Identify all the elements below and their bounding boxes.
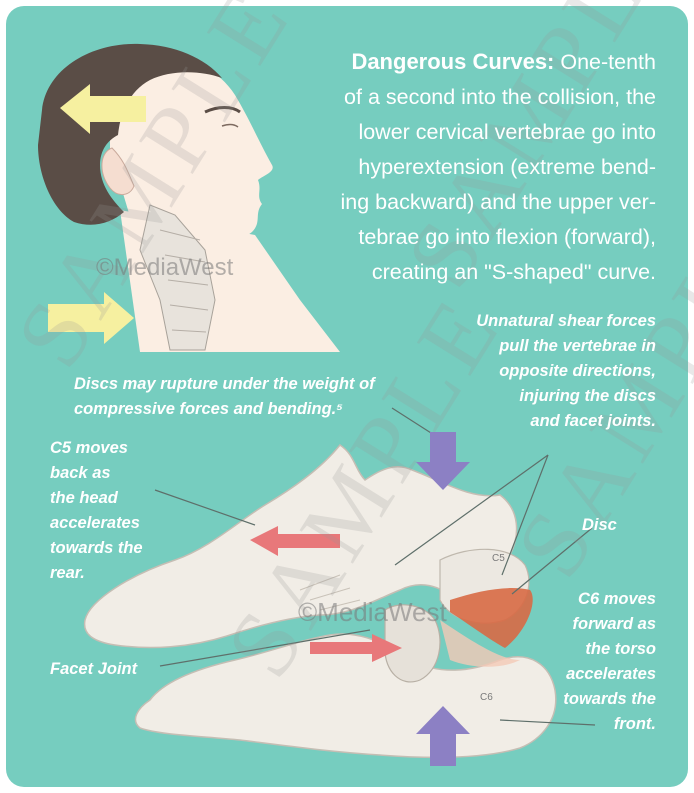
heading-line: ing backward) and the upper ver- bbox=[236, 185, 656, 220]
c6-annotation: C6 moves forward as the torso accelerate… bbox=[520, 587, 656, 737]
annotation-line: opposite directions, bbox=[430, 359, 656, 384]
heading-line: tebrae go into flexion (forward), bbox=[236, 220, 656, 255]
heading-line: hyperextension (extreme bend- bbox=[236, 150, 656, 185]
c5-annotation: C5 moves back as the head accelerates to… bbox=[50, 436, 180, 586]
credit-watermark: ©MediaWest bbox=[96, 254, 233, 282]
annotation-line: C6 moves bbox=[520, 587, 656, 612]
annotation-line: towards the bbox=[50, 536, 180, 561]
annotation-line: pull the vertebrae in bbox=[430, 334, 656, 359]
annotation-line: the head bbox=[50, 486, 180, 511]
heading-line: lower cervical vertebrae go into bbox=[236, 115, 656, 150]
annotation-line: rear. bbox=[50, 561, 180, 586]
annotation-line: accelerates bbox=[50, 511, 180, 536]
heading-line-1: Dangerous Curves: One-tenth bbox=[236, 44, 656, 80]
annotation-line: injuring the discs bbox=[430, 384, 656, 409]
vertebra-label-c5: C5 bbox=[492, 553, 505, 564]
heading-line: One-tenth bbox=[560, 50, 656, 74]
vertebra-label-c6: C6 bbox=[480, 692, 493, 703]
annotation-line: accelerates bbox=[520, 662, 656, 687]
annotation-line: Unnatural shear forces bbox=[430, 309, 656, 334]
annotation-line: C5 moves bbox=[50, 436, 180, 461]
heading-title: Dangerous Curves: bbox=[351, 49, 554, 74]
annotation-line: compressive forces and bending.⁵ bbox=[74, 397, 424, 422]
dangerous-curves-heading: Dangerous Curves: One-tenth of a second … bbox=[236, 44, 656, 290]
facet-joint-annotation: Facet Joint bbox=[50, 657, 137, 682]
annotation-line: and facet joints. bbox=[430, 409, 656, 434]
annotation-line: towards the bbox=[520, 687, 656, 712]
shear-forces-annotation: Unnatural shear forces pull the vertebra… bbox=[430, 309, 656, 434]
annotation-line: back as bbox=[50, 461, 180, 486]
heading-line: creating an "S-shaped" curve. bbox=[236, 255, 656, 290]
annotation-line: front. bbox=[520, 712, 656, 737]
annotation-line: the torso bbox=[520, 637, 656, 662]
disc-annotation: Disc bbox=[582, 513, 617, 538]
credit-watermark: ©MediaWest bbox=[298, 597, 447, 628]
annotation-line: forward as bbox=[520, 612, 656, 637]
heading-line: of a second into the collision, the bbox=[236, 80, 656, 115]
annotation-line: Discs may rupture under the weight of bbox=[74, 372, 424, 397]
discs-rupture-annotation: Discs may rupture under the weight of co… bbox=[74, 372, 424, 422]
